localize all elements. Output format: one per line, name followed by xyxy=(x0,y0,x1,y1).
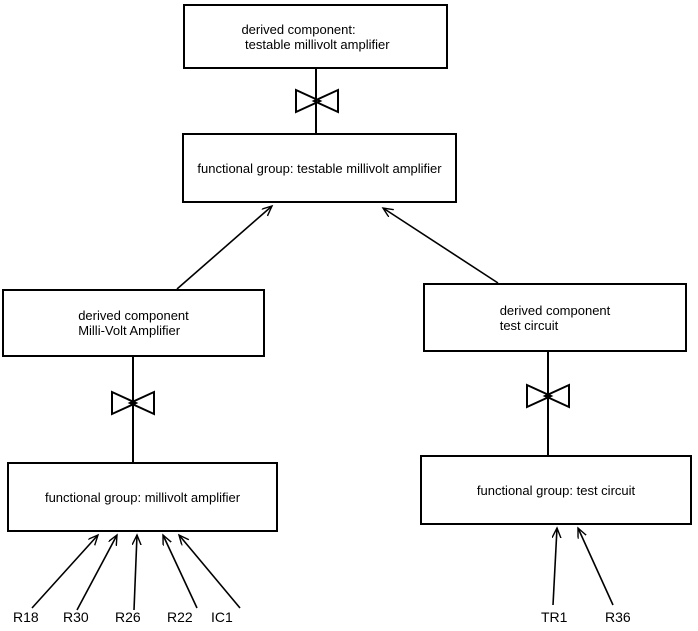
arrow-r22-to-millivolt-amplifier xyxy=(162,535,198,609)
arrow-r26-to-millivolt-amplifier xyxy=(134,535,137,611)
node-label-line: functional group: test circuit xyxy=(476,482,636,498)
leaf-label-tr1: TR1 xyxy=(541,609,568,625)
node-label-line: derived component: xyxy=(241,21,356,37)
arrow-tr1-to-test-circuit xyxy=(553,528,557,606)
arrow-milli-volt-amplifier-to-functional-group xyxy=(176,206,272,290)
bowtie-top-icon xyxy=(295,88,339,114)
node-label-line: derived component xyxy=(78,308,189,323)
node-functional-group-testable-millivolt-amplifier: functional group: testable millivolt amp… xyxy=(182,133,457,203)
arrow-ic1-to-millivolt-amplifier xyxy=(179,535,241,609)
arrow-r36-to-test-circuit xyxy=(577,528,614,606)
node-label-line: testable millivolt amplifier xyxy=(241,36,390,52)
node-label-line: Milli-Volt Amplifier xyxy=(78,323,181,338)
node-label-line: derived component xyxy=(499,302,611,318)
leaf-label-r36: R36 xyxy=(605,609,631,625)
leaf-label-r22: R22 xyxy=(167,609,193,625)
bowtie-left-icon xyxy=(111,390,155,416)
leaf-label-ic1: IC1 xyxy=(211,609,233,625)
leaf-label-r18: R18 xyxy=(13,609,39,625)
arrow-test-circuit-to-functional-group xyxy=(383,208,499,284)
bowtie-right-icon xyxy=(526,383,570,409)
node-derived-testable-millivolt-amplifier: derived component: testable millivolt am… xyxy=(183,4,448,69)
leaf-label-r26: R26 xyxy=(115,609,141,625)
arrow-r30-to-millivolt-amplifier xyxy=(76,535,117,611)
node-label-line: test circuit xyxy=(499,317,559,333)
node-functional-group-millivolt-amplifier: functional group: millivolt amplifier xyxy=(7,462,278,532)
node-label-line: functional group: millivolt amplifier xyxy=(44,489,241,505)
arrow-r18-to-millivolt-amplifier xyxy=(31,535,98,609)
leaf-label-r30: R30 xyxy=(63,609,89,625)
node-label-line: functional group: testable millivolt amp… xyxy=(197,160,442,176)
node-functional-group-test-circuit: functional group: test circuit xyxy=(420,455,692,525)
